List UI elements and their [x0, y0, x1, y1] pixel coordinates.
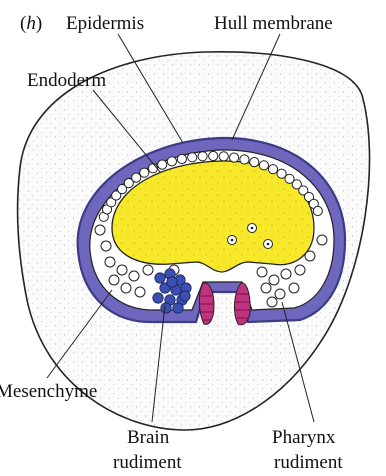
brain-cell	[167, 277, 177, 287]
endoderm-cell	[177, 154, 186, 163]
label-mesenchyme: Mesenchyme	[0, 381, 97, 402]
panel-letter: h	[26, 13, 36, 34]
brain-cell	[161, 303, 171, 313]
endoderm-cell	[313, 206, 322, 215]
label-pharynx-line2: rudiment	[274, 452, 343, 473]
label-hull-membrane: Hull membrane	[214, 13, 333, 34]
endoderm-cell	[140, 168, 149, 177]
brain-cell	[155, 273, 165, 283]
panel-label: (h)	[20, 13, 42, 34]
endoderm-cell	[158, 160, 167, 169]
endoderm-cell	[167, 157, 176, 166]
label-endoderm: Endoderm	[27, 70, 106, 91]
brain-cell	[180, 291, 190, 301]
brain-cell	[153, 293, 163, 303]
label-epidermis: Epidermis	[66, 13, 144, 34]
endoderm-cell	[132, 173, 141, 182]
endoderm-cell	[259, 161, 268, 170]
endoderm-cell	[240, 155, 249, 164]
endoderm-cell	[268, 165, 277, 174]
endoderm-cell	[148, 164, 157, 173]
endoderm-cell	[219, 152, 228, 161]
endoderm-cell	[250, 158, 259, 167]
endoderm-cell	[188, 153, 197, 162]
endoderm-cell	[230, 153, 239, 162]
label-pharynx-line1: Pharynx	[272, 427, 336, 448]
brain-cell	[173, 303, 183, 313]
label-brain-line2: rudiment	[113, 452, 182, 473]
label-brain-line1: Brain	[127, 427, 170, 448]
endoderm-cell	[198, 152, 207, 161]
endoderm-cell	[209, 151, 218, 160]
